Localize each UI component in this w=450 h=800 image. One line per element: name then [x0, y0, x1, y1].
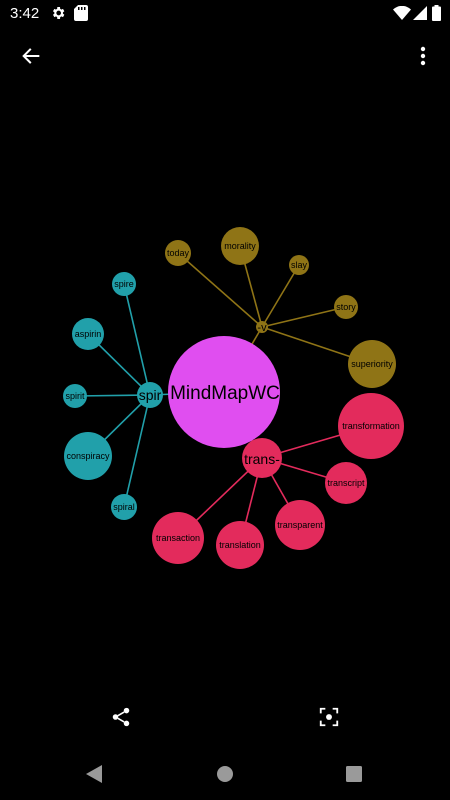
more-vertical-icon: [420, 46, 426, 66]
node-today[interactable]: [165, 240, 191, 266]
nav-back-icon[interactable]: [86, 765, 102, 783]
share-button[interactable]: [101, 697, 141, 737]
node-trans-label: trans-: [244, 451, 280, 467]
overflow-menu-button[interactable]: [403, 36, 443, 76]
bottom-actions: [0, 690, 450, 746]
arrow-left-icon: [22, 48, 40, 64]
node-slay-label: slay: [291, 260, 308, 270]
back-button[interactable]: [11, 36, 51, 76]
node-v-label: -v: [257, 322, 267, 334]
nav-recents-icon[interactable]: [346, 766, 362, 782]
signal-icon: [413, 6, 427, 20]
node-transaction-label: transaction: [156, 533, 200, 543]
node-slay[interactable]: [289, 255, 309, 275]
node-spire-label: spire: [114, 279, 134, 289]
center-focus-icon: [319, 707, 339, 727]
share-icon: [112, 707, 130, 727]
node-spire[interactable]: [112, 272, 136, 296]
node-superiority[interactable]: [348, 340, 396, 388]
node-spirit-label: spirit: [65, 391, 85, 401]
node-morality-label: morality: [224, 241, 256, 251]
node-conspiracy[interactable]: [64, 432, 112, 480]
navigation-bar: [0, 748, 450, 800]
node-center-circle[interactable]: [168, 336, 280, 448]
node-spiral[interactable]: [111, 494, 137, 520]
app-bar: [0, 28, 450, 84]
node-story-label: story: [336, 302, 356, 312]
node-group-spir[interactable]: spir spire aspirin spirit conspiracy spi…: [63, 272, 163, 520]
node-center[interactable]: MindMapWC: [168, 336, 280, 448]
node-translation[interactable]: [216, 521, 264, 569]
node-aspirin-label: aspirin: [75, 329, 102, 339]
node-v[interactable]: [256, 321, 268, 333]
node-conspiracy-label: conspiracy: [66, 451, 110, 461]
node-group-v[interactable]: -v today morality slay story superiority: [165, 227, 396, 388]
status-bar: 3:42: [0, 0, 450, 28]
wifi-icon: [393, 6, 411, 20]
node-transcript[interactable]: [325, 462, 367, 504]
node-transcript-label: transcript: [327, 478, 365, 488]
node-transformation-label: transformation: [342, 421, 400, 431]
node-spiral-label: spiral: [113, 502, 135, 512]
node-transparent-label: transparent: [277, 520, 323, 530]
node-story[interactable]: [334, 295, 358, 319]
node-superiority-label: superiority: [351, 359, 393, 369]
node-spir-label: spir: [139, 387, 162, 403]
node-group-trans[interactable]: trans- transformation transcript transpa…: [152, 393, 404, 569]
node-trans[interactable]: [242, 438, 282, 478]
node-morality[interactable]: [221, 227, 259, 265]
sd-card-icon: [74, 5, 88, 21]
node-aspirin[interactable]: [72, 318, 104, 350]
battery-icon: [432, 5, 441, 21]
node-translation-label: translation: [219, 540, 261, 550]
node-transparent[interactable]: [275, 500, 325, 550]
node-center-label: MindMapWC: [170, 383, 280, 404]
gear-icon: [53, 7, 65, 19]
node-transformation[interactable]: [338, 393, 404, 459]
node-transaction[interactable]: [152, 512, 204, 564]
node-spir[interactable]: [137, 382, 163, 408]
fit-view-button[interactable]: [309, 697, 349, 737]
status-time: 3:42: [10, 5, 40, 22]
nav-home-icon[interactable]: [216, 765, 234, 783]
node-today-label: today: [167, 248, 190, 258]
node-spirit[interactable]: [63, 384, 87, 408]
